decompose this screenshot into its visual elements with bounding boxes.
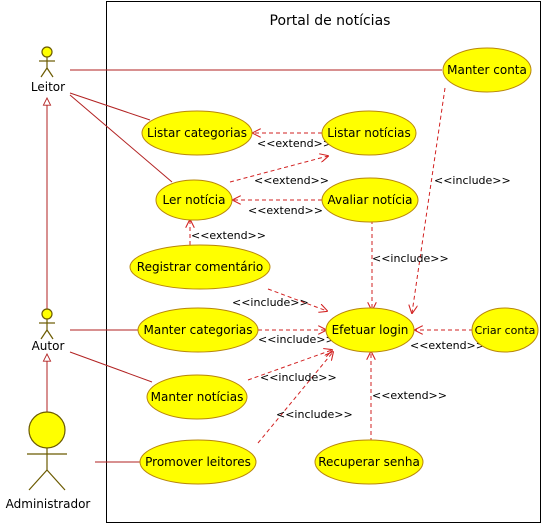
svg-text:Registrar comentário: Registrar comentário: [137, 260, 263, 274]
actor-autor-label: Autor: [32, 339, 65, 353]
use-case-manter-categorias[interactable]: Manter categorias: [137, 307, 259, 353]
dep-manter-conta-login: [412, 87, 446, 313]
system-title: Portal de notícias: [270, 13, 391, 29]
label-extend-registrar-ler: <<extend>>: [191, 229, 266, 242]
dep-registrar-login: [267, 288, 327, 311]
use-case-manter-noticias[interactable]: Manter notícias: [146, 374, 248, 420]
use-case-recuperar-senha[interactable]: Recuperar senha: [314, 439, 424, 485]
label-include-avaliar: <<include>>: [372, 252, 449, 265]
assoc-autor-manter-noticias: [69, 351, 153, 383]
actor-autor-head: [41, 308, 53, 320]
use-case-avaliar-noticia[interactable]: Avaliar notícia: [321, 177, 419, 223]
label-include-manter-categorias: <<include>>: [258, 333, 335, 346]
svg-text:Listar categorias: Listar categorias: [147, 126, 247, 140]
dep-manter-noticias-login: [247, 350, 332, 381]
actor-administrador-label: Administrador: [6, 497, 91, 511]
actor-autor[interactable]: Autor: [32, 308, 65, 353]
use-case-listar-noticias[interactable]: Listar notícias: [321, 110, 417, 156]
actor-leitor-label: Leitor: [31, 80, 65, 94]
svg-text:Promover leitores: Promover leitores: [145, 455, 251, 469]
actor-leitor-head: [41, 46, 53, 58]
svg-text:Manter notícias: Manter notícias: [151, 390, 244, 404]
use-case-ler-noticia[interactable]: Ler notícia: [155, 179, 233, 221]
use-case-listar-categorias[interactable]: Listar categorias: [141, 110, 253, 156]
label-extend-listar: <<extend>>: [257, 137, 332, 150]
svg-text:Avaliar notícia: Avaliar notícia: [327, 193, 412, 207]
use-case-registrar-comentario[interactable]: Registrar comentário: [129, 244, 271, 290]
use-case-efetuar-login[interactable]: Efetuar login: [325, 307, 415, 353]
svg-text:Manter conta: Manter conta: [447, 63, 527, 77]
assoc-leitor-listar-categorias: [69, 92, 151, 121]
label-extend-recuperar: <<extend>>: [372, 389, 447, 402]
dep-ler-listar-noticias: [229, 156, 328, 183]
label-include-promover: <<include>>: [276, 408, 353, 421]
label-include-manter-noticias: <<include>>: [260, 371, 337, 384]
actor-administrador-head: [28, 411, 66, 449]
use-case-manter-conta[interactable]: Manter conta: [442, 47, 532, 93]
label-include-manter-conta: <<include>>: [434, 174, 511, 187]
label-extend-ler-listar: <<extend>>: [254, 174, 329, 187]
svg-text:Ler notícia: Ler notícia: [163, 193, 226, 207]
svg-text:Listar notícias: Listar notícias: [327, 126, 411, 140]
actor-administrador[interactable]: Administrador: [6, 411, 91, 511]
use-case-promover-leitores[interactable]: Promover leitores: [139, 439, 257, 485]
assoc-leitor-ler-noticia: [69, 94, 173, 183]
svg-text:Recuperar senha: Recuperar senha: [318, 455, 420, 469]
svg-text:Criar conta: Criar conta: [475, 324, 536, 337]
label-include-registrar: <<include>>: [232, 296, 309, 309]
use-case-criar-conta[interactable]: Criar conta: [471, 307, 539, 353]
dep-promover-login: [257, 352, 333, 444]
label-extend-avaliar-ler: <<extend>>: [248, 204, 323, 217]
actor-leitor[interactable]: Leitor: [31, 46, 65, 94]
svg-text:Manter categorias: Manter categorias: [143, 323, 252, 337]
svg-text:Efetuar login: Efetuar login: [332, 323, 409, 337]
label-extend-criar-conta: <<extend>>: [410, 339, 485, 352]
